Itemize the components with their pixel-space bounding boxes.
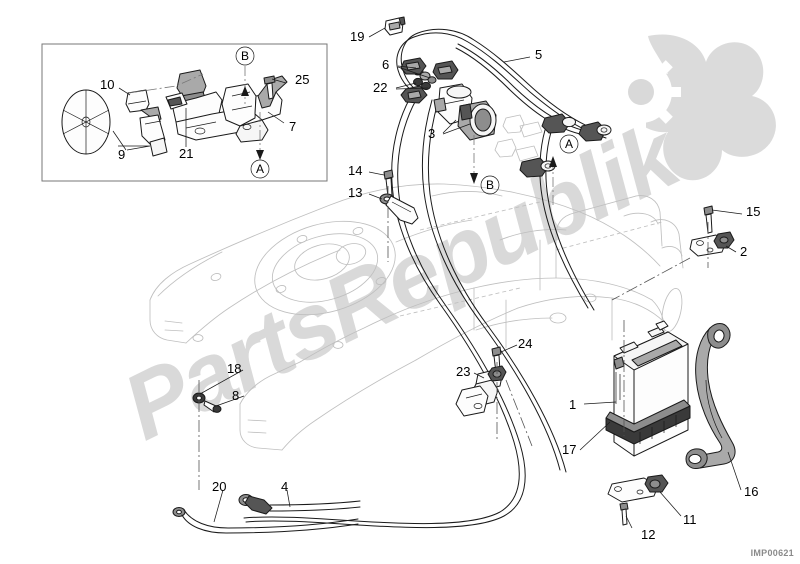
main-callout-13: 13 bbox=[348, 185, 363, 200]
main-callout-16: 16 bbox=[744, 484, 759, 499]
part-20-4-ground-cable bbox=[172, 494, 361, 534]
inset-callout-25: 25 bbox=[295, 72, 310, 87]
inset-callout-10: 10 bbox=[100, 77, 115, 92]
inset-detail-box bbox=[41, 43, 328, 182]
inset-part-9-sensor bbox=[139, 106, 168, 157]
inset-ref-letter-b: B bbox=[240, 49, 249, 63]
main-ref-letter-a: A bbox=[564, 137, 573, 151]
gear-logo-blob-icon bbox=[601, 34, 776, 181]
part-11-bracket bbox=[607, 474, 669, 503]
part-13-cable-strap bbox=[379, 193, 419, 225]
main-callout-2: 2 bbox=[740, 244, 748, 259]
part-15-screw bbox=[703, 205, 714, 234]
main-callout-14: 14 bbox=[348, 163, 363, 178]
main-ref-letter-b: B bbox=[485, 178, 494, 192]
part-23-bracket bbox=[455, 365, 507, 417]
main-callout-3: 3 bbox=[428, 126, 436, 141]
inset-part-9-flywheel bbox=[61, 89, 111, 155]
main-callout-18: 18 bbox=[227, 361, 242, 376]
mid-frame-ghost-connectors bbox=[494, 114, 543, 162]
part-8-screw bbox=[203, 400, 222, 413]
inset-ref-a-arrow bbox=[256, 112, 264, 160]
harness-ring-terminals bbox=[519, 113, 612, 178]
inset-part-25-screw bbox=[263, 75, 276, 100]
main-callout-19: 19 bbox=[350, 29, 365, 44]
main-callout-8: 8 bbox=[232, 388, 240, 403]
part-19-connector bbox=[384, 16, 406, 36]
main-callout-4: 4 bbox=[281, 479, 289, 494]
wiring-harness-cables bbox=[243, 28, 609, 529]
part-14-screw bbox=[383, 169, 394, 198]
inset-ref-b-arrow bbox=[241, 66, 249, 104]
main-callout-11: 11 bbox=[683, 512, 697, 527]
main-callout-1: 1 bbox=[569, 397, 577, 412]
main-callout-5: 5 bbox=[535, 47, 543, 62]
main-callout-6: 6 bbox=[382, 57, 390, 72]
main-callout-12: 12 bbox=[641, 527, 656, 542]
inset-callout-9: 9 bbox=[118, 147, 126, 162]
main-callout-17: 17 bbox=[562, 442, 577, 457]
part-2-bracket bbox=[689, 231, 735, 257]
part-3-relay-body bbox=[457, 100, 497, 141]
main-callout-23: 23 bbox=[456, 364, 471, 379]
main-ref-a-arrow bbox=[549, 134, 579, 205]
inset-part-10-sensor-cap bbox=[125, 89, 150, 113]
main-callout-22: 22 bbox=[373, 80, 388, 95]
main-callout-15: 15 bbox=[746, 204, 761, 219]
part-12-screw bbox=[619, 502, 629, 526]
inset-callout-21: 21 bbox=[179, 146, 194, 161]
part-6-22-terminals bbox=[400, 57, 459, 104]
part-4-terminal bbox=[238, 494, 361, 515]
main-ref-b-arrow bbox=[470, 135, 500, 195]
main-callout-20: 20 bbox=[212, 479, 227, 494]
inset-ref-letter-a: A bbox=[255, 162, 264, 176]
motorcycle-frame-ghost-outline bbox=[149, 183, 684, 451]
drawing-code: IMP00621 bbox=[750, 548, 794, 558]
part-17-battery-pad bbox=[605, 399, 691, 445]
leader-lines bbox=[199, 27, 743, 523]
part-3-starter-relay bbox=[433, 83, 497, 141]
part-16-battery-strap bbox=[685, 323, 736, 469]
inset-part-21-bracket bbox=[165, 69, 245, 141]
inset-callout-7: 7 bbox=[289, 119, 297, 134]
main-callout-24: 24 bbox=[518, 336, 533, 351]
